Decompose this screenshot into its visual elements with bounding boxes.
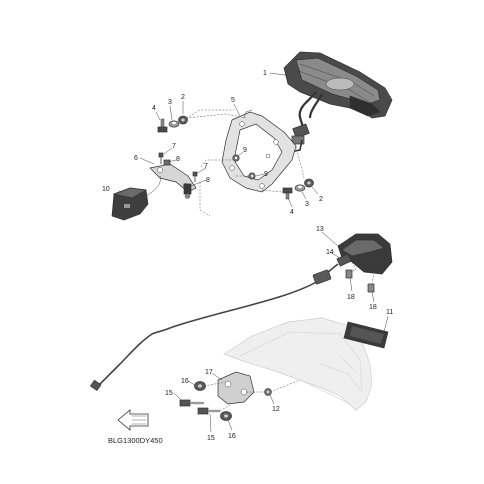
front-direction-arrow: [117, 409, 149, 431]
rear-fender: [223, 317, 373, 411]
bolt-7a: [158, 152, 164, 164]
nut-8b: [183, 183, 192, 199]
reflector-11: [343, 321, 389, 349]
callout-numbers: 1 2 3 4 5 7 6 8 7 8 9 9 10 4 3 2 13 14 1…: [102, 70, 393, 442]
callout-5: 5: [231, 97, 235, 104]
leader-lines: [117, 72, 389, 433]
callout-10: 10: [102, 186, 110, 193]
bolt-7b: [192, 171, 198, 182]
module-10: [111, 187, 149, 221]
callout-3-left: 3: [168, 99, 172, 106]
callout-2-left: 2: [181, 94, 185, 101]
drawing-code: BLG1300DY450: [108, 436, 163, 445]
callout-7-mid: 7: [204, 163, 208, 170]
grommet-9a: [232, 154, 240, 162]
callout-18-left: 18: [347, 294, 355, 301]
license-light-13: [337, 233, 393, 275]
bolt-15a: [179, 399, 204, 407]
collar-16b: [220, 411, 232, 421]
callout-6: 6: [134, 155, 138, 162]
bolt-4-right: [282, 187, 293, 200]
grommet-2-left: [178, 115, 188, 125]
light-wire-lead: [89, 263, 339, 392]
meter-bracket: [221, 109, 297, 193]
assembly-lines-top: [185, 109, 305, 217]
socket-14: [336, 253, 352, 267]
callout-14: 14: [326, 249, 334, 256]
bracket-17: [217, 371, 255, 405]
callout-9-upper: 9: [243, 147, 247, 154]
callout-15-lower: 15: [207, 435, 215, 442]
callout-4-right: 4: [290, 209, 294, 216]
collar-16a: [194, 381, 206, 391]
callout-13: 13: [316, 226, 324, 233]
module-10-wire: [145, 175, 161, 197]
collar-3-left: [168, 120, 180, 128]
callout-1: 1: [263, 70, 267, 77]
meter-unit: [283, 51, 393, 119]
callout-4-left: 4: [152, 105, 156, 112]
callout-12: 12: [272, 406, 280, 413]
callout-3-right: 3: [305, 201, 309, 208]
nut-8a: [163, 159, 171, 166]
callout-17: 17: [205, 369, 213, 376]
callout-9-lower: 9: [264, 171, 268, 178]
callout-8-top: 8: [176, 156, 180, 163]
assembly-lines-bottom: [203, 261, 375, 412]
callout-18-right: 18: [369, 304, 377, 311]
bolt-4-left: [157, 118, 168, 133]
callout-16-lower: 16: [228, 433, 236, 440]
clip-18b: [367, 283, 375, 293]
callout-11: 11: [386, 309, 393, 316]
callout-7-top: 7: [172, 143, 176, 150]
meter-harness: [289, 91, 323, 153]
clip-18a: [345, 269, 353, 279]
callout-15-upper: 15: [165, 390, 173, 397]
collar-3-right: [294, 184, 306, 192]
bolt-15b: [197, 407, 220, 415]
callout-16-upper: 16: [181, 378, 189, 385]
callout-2-right: 2: [319, 196, 323, 203]
callout-8-mid: 8: [206, 177, 210, 184]
grommet-2-right: [304, 178, 314, 188]
